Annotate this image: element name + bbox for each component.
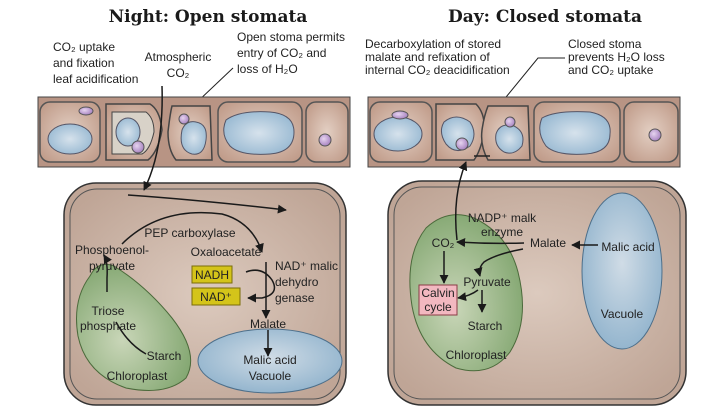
svg-text:NAD⁺: NAD⁺: [200, 290, 232, 304]
svg-text:entry of CO₂ and: entry of CO₂ and: [237, 46, 326, 60]
nucleus-icon: [178, 113, 190, 125]
day-arrows: [439, 161, 598, 313]
night-title: Night: Open stomata: [109, 7, 308, 27]
nucleus-icon: [648, 128, 662, 142]
svg-text:enzyme: enzyme: [481, 225, 523, 239]
svg-text:leaf acidification: leaf acidification: [53, 72, 138, 86]
day-starch-label: Starch: [468, 319, 503, 333]
svg-text:dehydro: dehydro: [275, 275, 319, 289]
nucleus-icon: [78, 106, 94, 116]
svg-text:prevents H₂O loss: prevents H₂O loss: [568, 50, 665, 64]
day-chloroplast-label: Chloroplast: [446, 348, 507, 362]
svg-text:CO₂: CO₂: [167, 66, 190, 80]
nucleus-icon: [131, 140, 145, 154]
day-malic-acid-label: Malic acid: [601, 240, 654, 254]
day-vacuole-label: Vacuole: [601, 307, 644, 321]
day-title: Day: Closed stomata: [448, 7, 642, 27]
nad-malic-dehydrogenase-label: NAD⁺ malic dehydro genase: [275, 259, 338, 305]
svg-text:Open stoma permits: Open stoma permits: [237, 30, 345, 44]
nucleus-icon: [504, 116, 516, 128]
svg-text:Phosphoenol-: Phosphoenol-: [75, 243, 149, 257]
svg-text:Vacuole: Vacuole: [249, 369, 292, 383]
annot-atmospheric-co2: Atmospheric CO₂: [145, 50, 212, 80]
pyruvate-label: Pyruvate: [463, 275, 511, 289]
oxaloacetate-label: Oxaloacetate: [191, 245, 262, 259]
phosphoenolpyruvate-label: Phosphoenol- pyruvate: [75, 243, 149, 273]
annot-open-stoma: Open stoma permits entry of CO₂ and loss…: [237, 30, 345, 76]
nadp-malic-enzyme-label: NADP⁺ malk enzyme: [468, 211, 537, 239]
malic-acid-vacuole-label: Malic acid Vacuole: [243, 353, 296, 383]
svg-text:CO₂ uptake: CO₂ uptake: [53, 40, 115, 54]
nucleus-icon: [318, 133, 332, 147]
svg-text:cycle: cycle: [424, 300, 452, 314]
svg-text:Malic acid: Malic acid: [243, 353, 296, 367]
pep-carboxylase-label: PEP carboxylase: [144, 226, 235, 240]
night-starch-label: Starch: [147, 349, 182, 363]
night-arrows: [103, 85, 287, 357]
svg-text:and CO₂ uptake: and CO₂ uptake: [568, 63, 654, 77]
vacuole-icon: [47, 123, 93, 155]
vacuole-icon: [115, 117, 141, 147]
svg-text:pyruvate: pyruvate: [89, 259, 135, 273]
night-chloroplast-label: Chloroplast: [107, 369, 168, 383]
svg-text:genase: genase: [275, 291, 315, 305]
day-epidermis: [367, 96, 681, 168]
vacuole-icon: [373, 116, 423, 152]
vacuole-icon: [223, 111, 295, 155]
svg-text:Atmospheric: Atmospheric: [145, 50, 212, 64]
night-epidermis: [37, 96, 351, 168]
vacuole-icon: [539, 111, 611, 155]
svg-text:malate and refixation of: malate and refixation of: [365, 50, 490, 64]
day-vacuole: [581, 192, 663, 350]
svg-text:Triose: Triose: [92, 304, 125, 318]
svg-text:Closed stoma: Closed stoma: [568, 37, 642, 51]
svg-text:NADP⁺ malk: NADP⁺ malk: [468, 211, 537, 225]
nucleus-icon: [391, 110, 409, 120]
annot-decarboxylation: Decarboxylation of stored malate and ref…: [365, 37, 510, 77]
day-co2-label: CO₂: [432, 236, 455, 250]
epidermal-cell: [305, 101, 349, 163]
nad-plus-box: NAD⁺: [191, 287, 241, 306]
svg-text:and fixation: and fixation: [53, 56, 114, 70]
svg-text:NADH: NADH: [195, 268, 229, 282]
triose-phosphate-label: Triose phosphate: [80, 304, 136, 333]
vacuole-icon: [495, 124, 524, 154]
night-vacuole: [197, 328, 343, 394]
svg-text:Calvin: Calvin: [421, 286, 454, 300]
svg-text:Decarboxylation of stored: Decarboxylation of stored: [365, 37, 501, 51]
annot-co2-uptake: CO₂ uptake and fixation leaf acidificati…: [53, 40, 138, 86]
vacuole-icon: [180, 121, 207, 155]
svg-text:loss of H₂O: loss of H₂O: [237, 62, 298, 76]
night-malate-label: Malate: [250, 317, 286, 331]
svg-text:phosphate: phosphate: [80, 319, 136, 333]
nucleus-icon: [455, 137, 469, 151]
night-chloroplast: [76, 263, 192, 391]
svg-text:NAD⁺ malic: NAD⁺ malic: [275, 259, 338, 273]
calvin-cycle-box: Calvin cycle: [418, 284, 458, 316]
day-malate-label: Malate: [530, 236, 566, 250]
annot-closed-stoma: Closed stoma prevents H₂O loss and CO₂ u…: [568, 37, 665, 77]
svg-text:internal CO₂ deacidification: internal CO₂ deacidification: [365, 63, 510, 77]
nadh-box: NADH: [191, 265, 233, 284]
